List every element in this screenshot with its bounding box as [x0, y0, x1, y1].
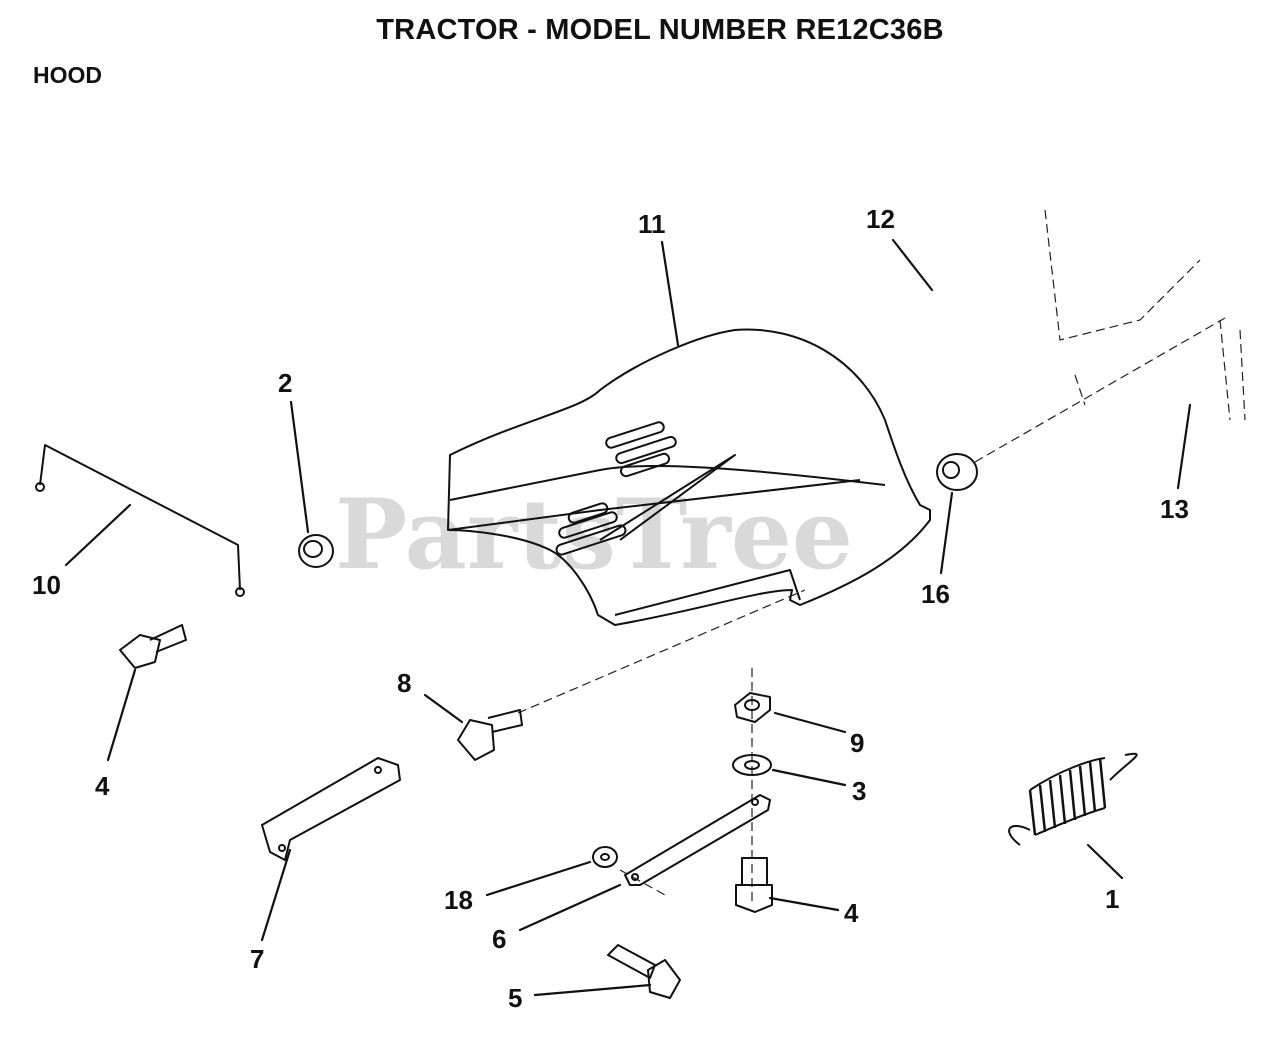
shoulder-bolt-part-5[interactable]: [607, 944, 681, 999]
spring-part-1[interactable]: [1008, 752, 1138, 846]
callout-18: 18: [444, 885, 473, 915]
hood-rod-part-10[interactable]: [35, 444, 245, 597]
callout-3: 3: [852, 776, 866, 806]
callout-8: 8: [397, 668, 411, 698]
link-part-6[interactable]: [624, 794, 771, 886]
bolt-part-8[interactable]: [457, 709, 523, 761]
bracket-part-7[interactable]: [261, 757, 401, 861]
nut-part-9[interactable]: [734, 692, 771, 723]
callout-13: 13: [1160, 494, 1189, 524]
bolt-part-4-left[interactable]: [119, 624, 187, 669]
callout-4-right: 4: [844, 898, 859, 928]
nut-part-2[interactable]: [298, 534, 334, 568]
callout-1: 1: [1105, 884, 1119, 914]
washer-part-18[interactable]: [592, 846, 618, 868]
callout-12: 12: [866, 204, 895, 234]
flange-nut-part-16[interactable]: [936, 453, 978, 491]
page-title: TRACTOR - MODEL NUMBER RE12C36B: [376, 14, 944, 46]
hood-part-11[interactable]: [447, 328, 931, 626]
callout-10: 10: [32, 570, 61, 600]
callout-9: 9: [850, 728, 864, 758]
assembly-lines: [517, 317, 1226, 905]
callout-labels: 1 2 3 4 4 5 6 7 8 9 10 11 12 13 16 18: [32, 204, 1189, 1013]
callout-5: 5: [508, 983, 522, 1013]
callout-11: 11: [638, 209, 666, 239]
bolt-part-4-right[interactable]: [735, 857, 773, 913]
callout-6: 6: [492, 924, 506, 954]
section-title: HOOD: [33, 62, 102, 88]
callout-16: 16: [921, 579, 950, 609]
frame-outline-part-12: [1044, 209, 1246, 421]
callout-2: 2: [278, 368, 292, 398]
callout-7: 7: [250, 944, 264, 974]
washer-part-3[interactable]: [732, 754, 772, 776]
leader-lines: [64, 238, 1192, 997]
callout-4-left: 4: [95, 771, 110, 801]
